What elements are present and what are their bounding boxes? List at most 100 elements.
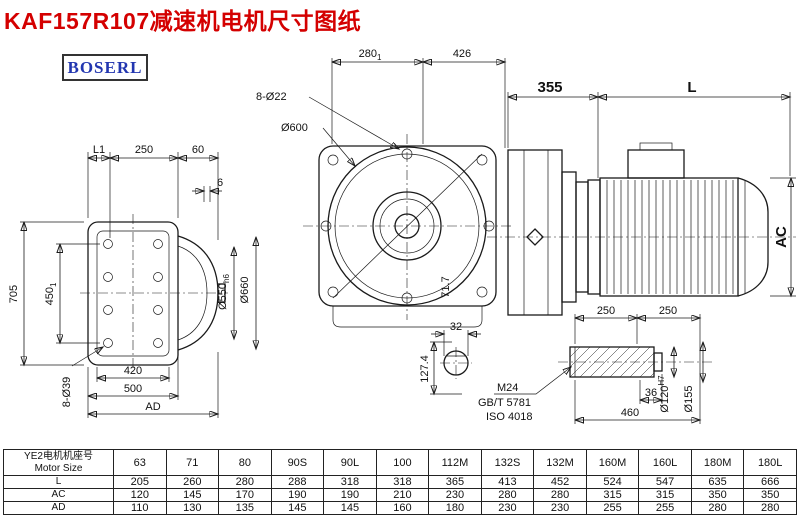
dim-450: 4501 [44,282,58,305]
dim-D600: Ø600 [281,122,308,134]
size-col: 132M [533,449,587,476]
bolt-hole [327,286,339,298]
dim-cell: 135 [218,501,272,515]
dim-cell: 365 [428,475,482,489]
dim-355: 355 [537,79,562,96]
dim-cell: 635 [690,475,745,489]
dim-cell: 230 [428,488,482,502]
dim-426: 426 [453,48,471,60]
dim-cell: 205 [113,475,167,489]
bolt-hole [153,272,163,282]
dim-420: 420 [124,365,142,377]
technical-drawing: 705 4501 L1 250 60 6 [8,48,796,424]
dim-cell: 180 [428,501,482,515]
dim-cell: 230 [533,501,587,515]
dim-71-7: 71.7 [440,276,452,297]
bolt-hole [103,305,113,315]
face-diagonal [332,153,483,299]
dim-cell: 255 [638,501,692,515]
flange-inner-face [96,230,170,357]
bolt-hole [401,292,413,304]
thread-callout: M24 [497,382,518,394]
bolt-hole [401,148,413,160]
brand-text: BOSERL [67,57,143,77]
front-view [303,134,512,328]
standard-iso: ISO 4018 [486,411,532,423]
table-row-L: L 205 260 280 288 318 318 365 413 452 52… [3,475,797,489]
dim-32: 32 [450,321,462,333]
dim-D120H7: Ø120H7 [657,375,671,413]
side-view [487,142,796,316]
page-title: KAF157R107减速机电机尺寸图纸 [4,8,362,34]
shaft-detail-dimensions: 250 250 M24 GB/T 5781 ISO 4018 36 460 Ø1… [478,305,703,424]
size-col: 80 [218,449,272,476]
leader-line [308,96,399,149]
dim-cell: 190 [270,488,325,502]
shaft-detail [558,346,712,378]
dim-AD: AD [145,401,160,413]
dim-127-4: 127.4 [419,355,431,383]
leader-line [322,127,355,166]
left-view-dimensions: 705 4501 L1 250 60 6 [8,144,256,418]
oil-plug-diamond [526,228,544,246]
size-col: 160L [638,449,692,476]
left-view [80,214,228,372]
row-label: AC [3,488,114,502]
side-view-dimensions: 355 L AC [508,79,796,296]
dim-cell: 160 [375,501,430,515]
dim-cell: 280 [743,501,797,515]
dim-cell: 145 [323,501,377,515]
size-col: 90S [270,449,325,476]
shaft-step [653,352,663,372]
dim-250: 250 [135,144,153,156]
dim-cell: 350 [690,488,745,502]
leader-line [494,367,571,395]
dim-cell: 318 [375,475,430,489]
dim-cell: 190 [323,488,377,502]
header-en: Motor Size [34,462,83,474]
dim-cell: 452 [533,475,587,489]
row-label: L [3,475,114,489]
dim-8xD22: 8-Ø22 [256,91,287,103]
motor-size-header-cell: YE2电机机座号 Motor Size [3,449,114,476]
dim-cell: 170 [218,488,272,502]
dim-250a: 250 [597,305,615,317]
dim-AC: AC [773,226,790,248]
dim-cell: 350 [743,488,797,502]
front-view-dimensions: 8-Ø22 Ø600 2801 426 71.7 32 [256,48,505,394]
dim-cell: 260 [165,475,220,489]
dim-cell: 210 [375,488,430,502]
dim-8xD39: 8-Ø39 [61,377,73,408]
dim-36: 36 [645,387,657,399]
dim-cell: 280 [218,475,272,489]
size-col: 112M [428,449,482,476]
bolt-hole [476,286,488,298]
dim-cell: 315 [585,488,640,502]
motor-dimension-table: YE2电机机座号 Motor Size 63 71 80 90S 90L 100… [3,449,797,515]
row-label: AD [3,501,114,515]
dim-D660: Ø660 [239,277,251,304]
brand-logo: BOSERL [62,54,148,81]
table-header-row: YE2电机机座号 Motor Size 63 71 80 90S 90L 100… [3,449,797,476]
terminal-box [627,149,685,179]
dim-cell: 315 [638,488,692,502]
dim-250b: 250 [659,305,677,317]
leader-line [71,347,103,367]
dim-cell: 130 [165,501,220,515]
bolt-hole [320,220,332,232]
size-col: 160M [585,449,640,476]
dim-cell: 288 [270,475,325,489]
dim-460: 460 [621,407,639,419]
dim-cell: 666 [743,475,797,489]
dim-cell: 145 [165,488,220,502]
standard-gbt: GB/T 5781 [478,397,531,409]
size-col: 63 [113,449,167,476]
housing-bottom [332,306,483,328]
terminal-box-lid [639,142,673,151]
bolt-hole [153,305,163,315]
dim-6: 6 [217,177,223,189]
bolt-hole [327,154,339,166]
dim-cell: 547 [638,475,692,489]
gearbox-housing [507,149,563,316]
bolt-hole [153,338,163,348]
